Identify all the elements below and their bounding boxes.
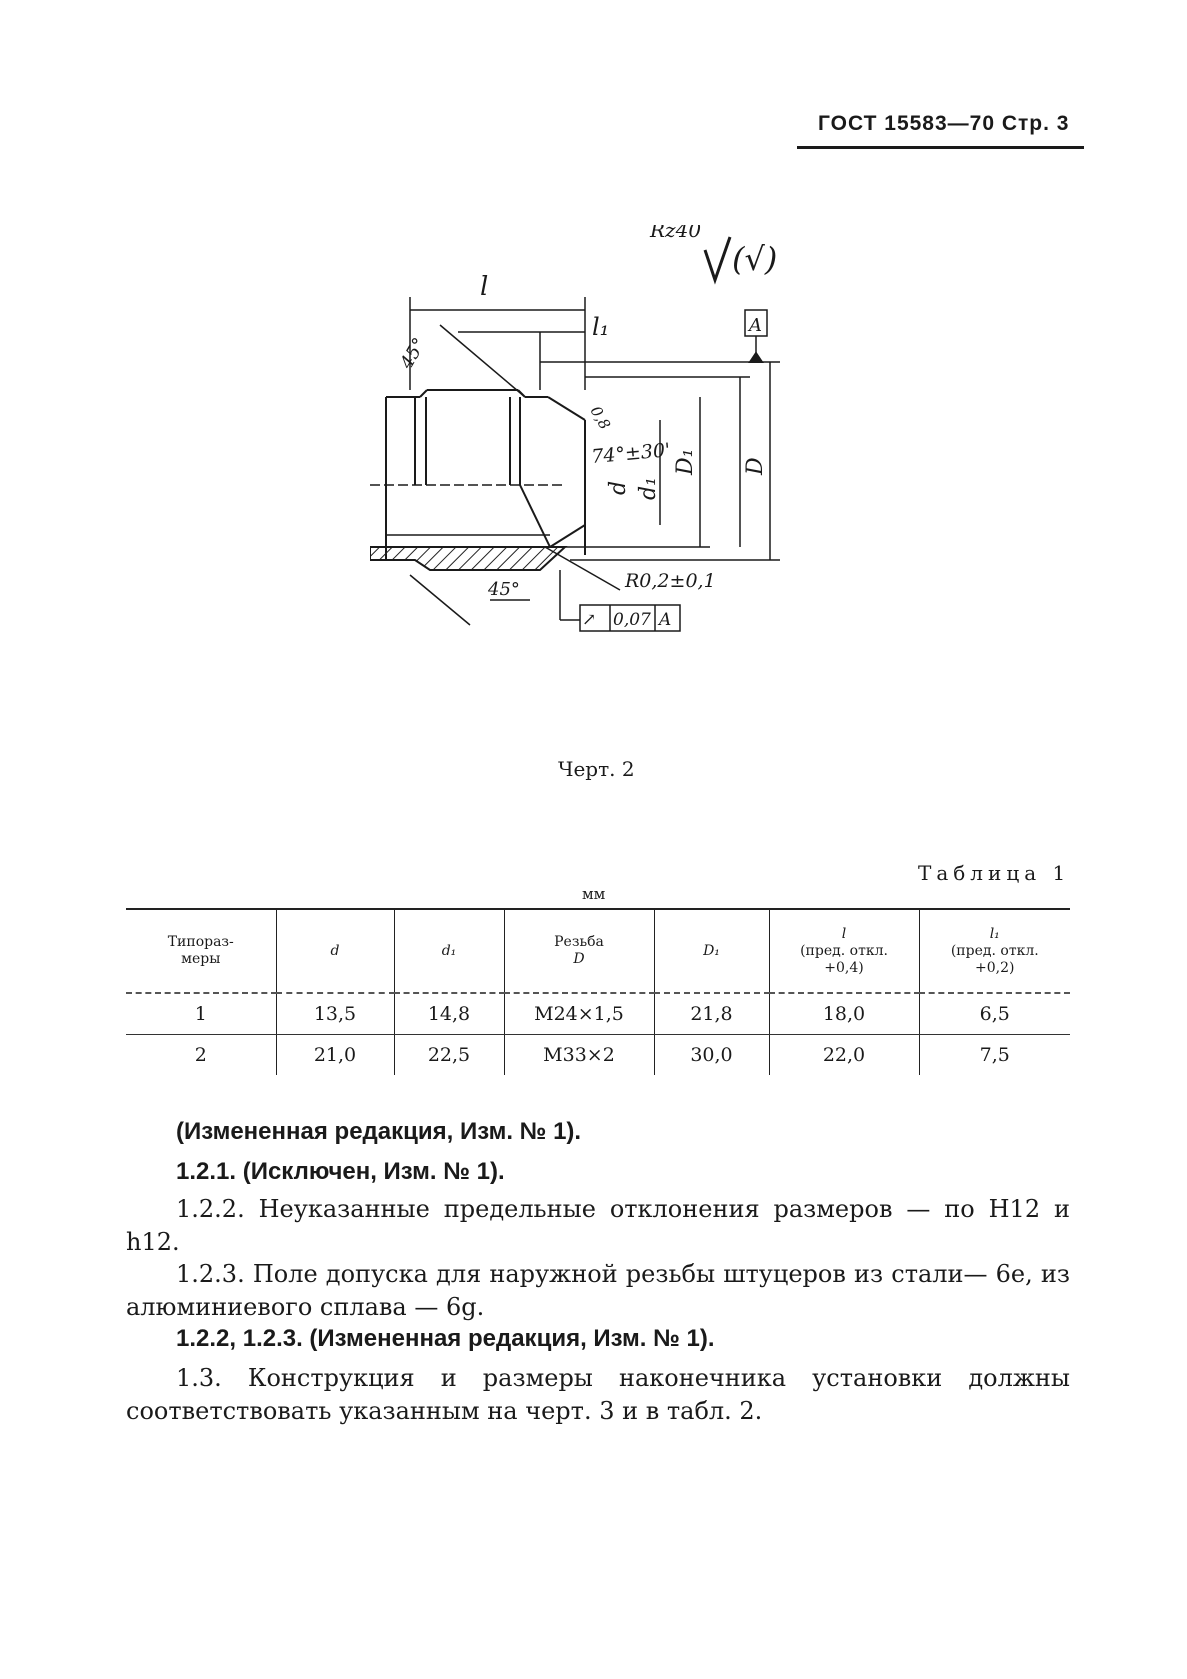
- roughness-label: Rz40: [649, 225, 701, 242]
- header-cell: l₁(пред. откл.+0,2): [918, 909, 1070, 993]
- table-cell: М24×1,5: [503, 993, 654, 1035]
- table-cell: 30,0: [653, 1034, 769, 1075]
- table-cell: 18,0: [768, 993, 919, 1035]
- datum-label: A: [747, 315, 762, 336]
- table-label: Таблица 1: [918, 861, 1071, 885]
- dim-l1-label: l₁: [592, 313, 609, 341]
- table-cell: 6,5: [918, 993, 1070, 1035]
- dim-d1-label: d₁: [636, 477, 661, 500]
- dim-D1-label: D₁: [673, 449, 698, 476]
- table-units: мм: [582, 885, 606, 903]
- header-cell: d: [275, 909, 394, 993]
- roughness-inner-label: 0,8: [587, 403, 615, 433]
- angle-bottom-label: 45°: [487, 579, 520, 600]
- angle-top-label: 45°: [396, 334, 431, 373]
- table-cell: 14,8: [393, 993, 504, 1035]
- table-cell: 13,5: [275, 993, 394, 1035]
- dim-d-label: d: [606, 481, 631, 495]
- header-cell: D₁: [653, 909, 769, 993]
- table-cell: 7,5: [918, 1034, 1070, 1075]
- item-1-2-2: 1.2.2. Неуказанные предельные отклонения…: [126, 1195, 1070, 1256]
- table-row: 2 21,0 22,5 М33×2 30,0 22,0 7,5: [126, 1034, 1070, 1075]
- technical-drawing: Rz40 (√) l l₁ A 45° 0,8 74°±30' d d₁ D₁ …: [370, 225, 780, 632]
- page-header: ГОСТ 15583—70 Стр. 3: [818, 112, 1070, 135]
- dim-l-label: l: [480, 272, 488, 302]
- table-cell: 1: [126, 993, 276, 1035]
- table-row: 1 13,5 14,8 М24×1,5 21,8 18,0 6,5: [126, 993, 1070, 1035]
- table-cell: 2: [194, 1044, 207, 1066]
- header-cell: d₁: [393, 909, 504, 993]
- header-rule: [797, 146, 1084, 149]
- table-cell: М33×2: [503, 1034, 654, 1075]
- item-1-2-3: 1.2.3. Поле допуска для наружной резьбы …: [126, 1260, 1070, 1321]
- item-1-3: 1.3. Конструкция и размеры наконечника у…: [126, 1364, 1070, 1425]
- dim-D-label: D: [743, 457, 768, 476]
- header-cell: l(пред. откл.+0,4): [768, 909, 919, 993]
- amendment-note-2: 1.2.2, 1.2.3. (Измененная редакция, Изм.…: [176, 1325, 715, 1352]
- amendment-note-1: (Измененная редакция, Изм. № 1).: [176, 1118, 582, 1145]
- runout-icon: ↗: [582, 610, 596, 630]
- roughness-suffix: (√): [732, 240, 777, 278]
- runout-datum: A: [657, 610, 671, 630]
- figure-caption: Черт. 2: [558, 757, 635, 781]
- header-cell: Типораз-меры: [167, 934, 234, 967]
- radius-label: R0,2±0,1: [624, 570, 716, 592]
- angle-cone-label: 74°±30': [591, 439, 672, 468]
- table-cell: 21,8: [653, 993, 769, 1035]
- table-cell: 22,5: [393, 1034, 504, 1075]
- runout-value: 0,07: [613, 610, 651, 630]
- table-cell: 21,0: [275, 1034, 394, 1075]
- table-cell: 22,0: [768, 1034, 919, 1075]
- item-1-2-1: 1.2.1. (Исключен, Изм. № 1).: [176, 1158, 505, 1185]
